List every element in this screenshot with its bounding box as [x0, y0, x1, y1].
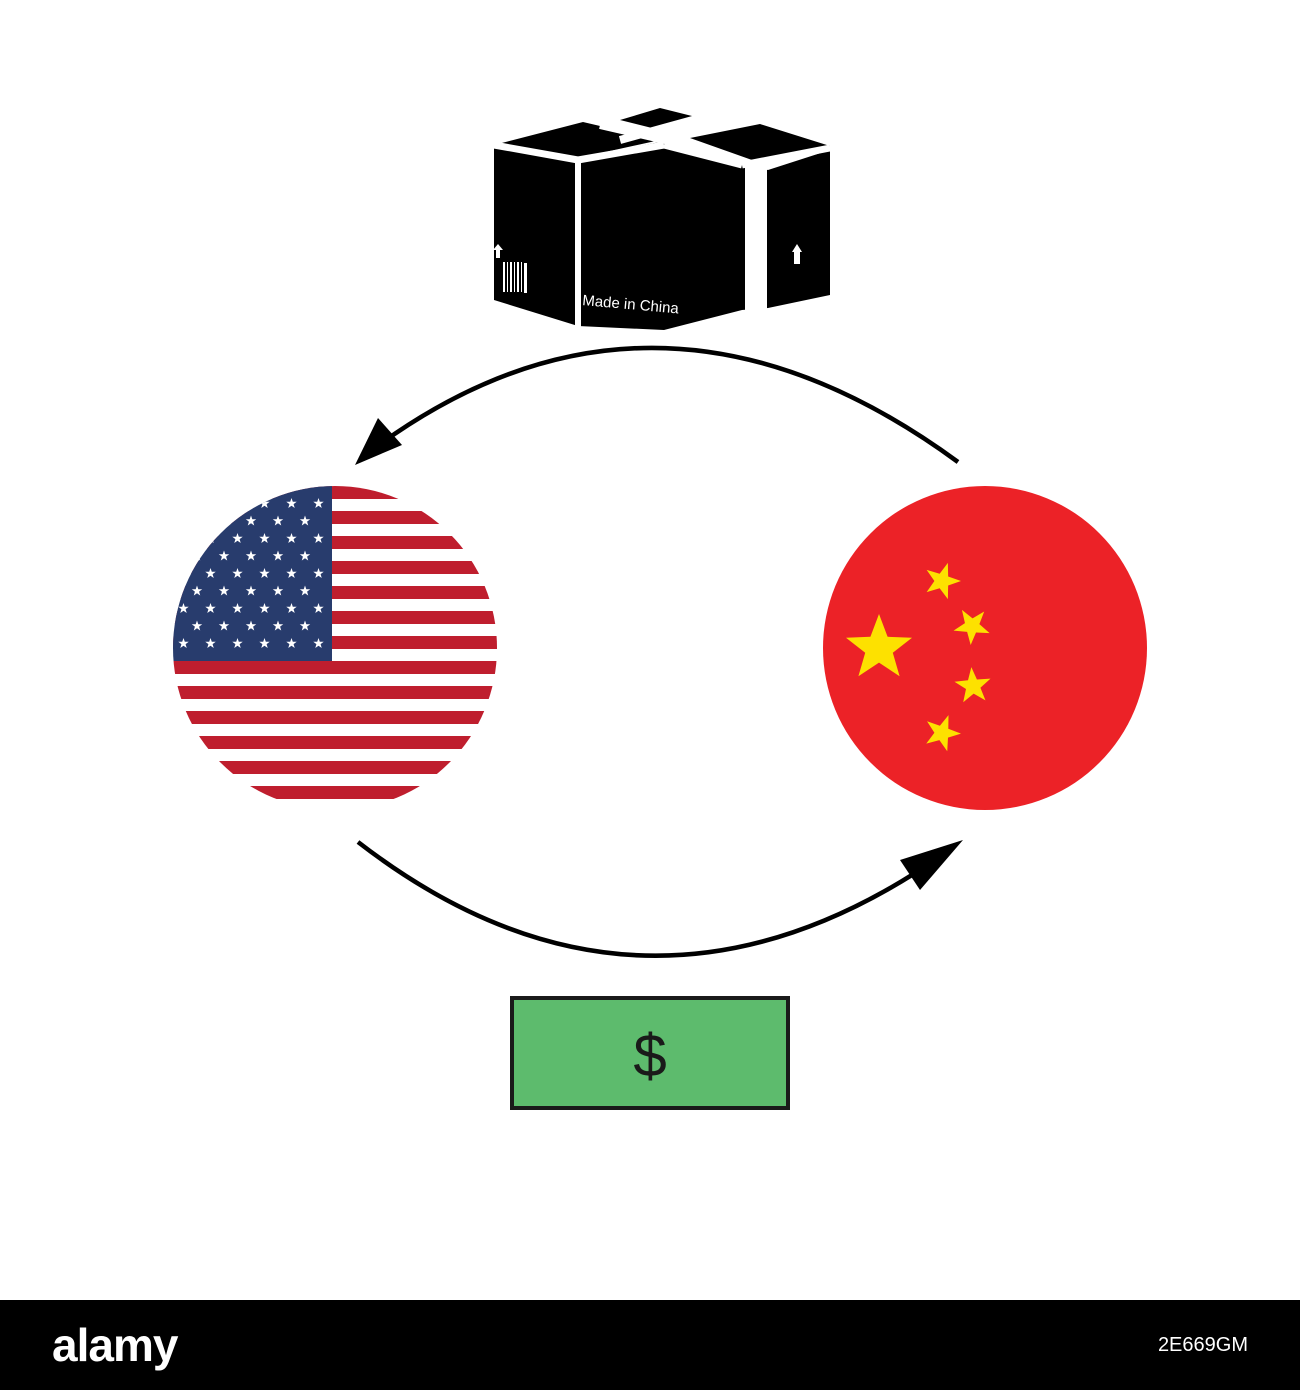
watermark-footer: alamy 2E669GM [0, 1300, 1300, 1390]
small-star-icon [926, 562, 961, 600]
star-icon [191, 515, 203, 526]
large-star-icon [846, 614, 912, 677]
this-side-up-icon [493, 244, 802, 264]
star-icon [205, 498, 216, 508]
star-icon [178, 498, 189, 508]
usa-flag-icon [173, 486, 497, 810]
star-icon [232, 498, 243, 508]
star-icon [218, 515, 230, 526]
barcode-icon [503, 262, 527, 293]
money-arrow [356, 840, 963, 958]
trade-diagram: Made in China [173, 108, 1147, 1110]
small-star-icon [953, 609, 990, 645]
star-icon [178, 568, 189, 578]
china-flag-icon [823, 486, 1147, 810]
image-id-label: 2E669GM [1157, 1334, 1248, 1356]
small-star-icon [926, 715, 961, 752]
dollar-sign: $ [633, 1022, 666, 1089]
cardboard-box-icon: Made in China [493, 108, 831, 330]
goods-arrow [355, 345, 960, 465]
small-star-icon [954, 667, 991, 703]
brand-logo: alamy [52, 1319, 178, 1371]
arrowhead-left-icon [355, 418, 402, 465]
arrowhead-right-icon [900, 840, 963, 890]
star-icon [178, 533, 189, 543]
dollar-bill-icon: $ [510, 996, 790, 1110]
usa-flag-canton [173, 486, 332, 661]
